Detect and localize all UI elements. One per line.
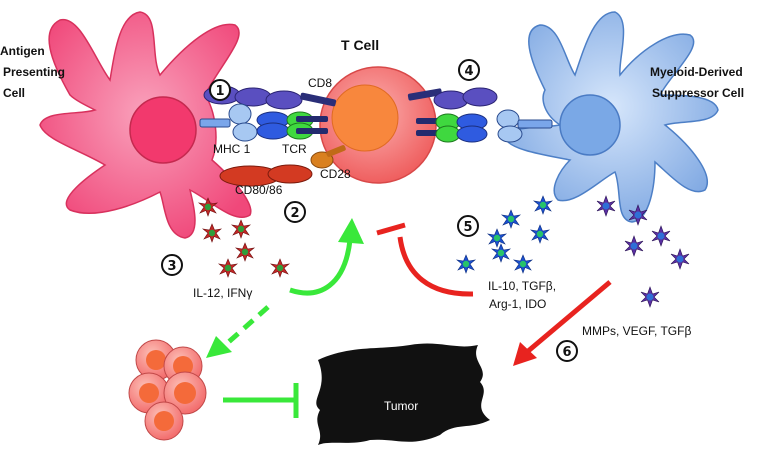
proliferation-arrow	[221, 305, 270, 349]
inhibition-curve	[397, 236, 474, 297]
step-badge-1: 1	[209, 79, 231, 101]
label-mhc1: MHC 1	[213, 142, 251, 156]
activation-arrow	[289, 239, 353, 296]
step-badge-2: 2	[284, 201, 306, 223]
label-cd28: CD28	[320, 167, 351, 181]
apc-nucleus	[129, 96, 197, 164]
svg-text:1: 1	[215, 84, 224, 99]
label-apc-line2: Presenting	[3, 65, 65, 79]
step-badge-5: 5	[457, 215, 479, 237]
svg-text:4: 4	[464, 64, 473, 79]
t-cell-clones	[128, 339, 207, 441]
label-suppressors-line1: IL-10, TGFβ,	[488, 279, 556, 293]
label-apc-line1: Antigen	[0, 44, 45, 58]
tumor	[316, 343, 490, 445]
svg-text:3: 3	[167, 259, 176, 274]
activation-arrowhead	[338, 218, 364, 244]
tcr-molecule-right	[416, 113, 488, 143]
step-badge-3: 3	[161, 254, 183, 276]
mdsc-mmp-cytokines	[596, 195, 690, 308]
label-mmps: MMPs, VEGF, TGFβ	[582, 324, 691, 338]
label-t-cell: T Cell	[341, 37, 379, 53]
t-cell-nucleus	[331, 84, 399, 152]
step-badge-4: 4	[458, 59, 480, 81]
label-suppressors-line2: Arg-1, IDO	[489, 297, 546, 311]
tumor-promotion-arrowhead	[513, 342, 537, 366]
mhc1-molecule	[199, 103, 258, 142]
mhc1-molecule-right	[496, 109, 553, 143]
label-il12: IL-12, IFNγ	[193, 286, 252, 300]
cd28-molecule	[310, 145, 346, 169]
tcr-molecule	[256, 111, 328, 140]
tumor-promotion-arrow	[525, 280, 612, 354]
svg-text:2: 2	[290, 206, 299, 221]
label-tumor: Tumor	[384, 399, 418, 413]
step-badge-6: 6	[556, 340, 578, 362]
proliferation-arrowhead	[206, 336, 232, 358]
label-mdsc-line2: Suppressor Cell	[652, 86, 744, 100]
svg-text:6: 6	[562, 345, 571, 360]
mdsc-nucleus	[559, 94, 621, 156]
label-cd80-86: CD80/86	[235, 183, 283, 197]
label-mdsc-line1: Myeloid-Derived	[650, 65, 743, 79]
label-tcr: TCR	[282, 142, 307, 156]
label-cd8: CD8	[308, 76, 332, 90]
cd8-molecule-right	[407, 87, 498, 110]
cd80-86-molecule	[219, 164, 313, 187]
svg-text:5: 5	[463, 220, 472, 235]
inhibition-bar-tcell	[376, 222, 406, 236]
label-apc-line3: Cell	[3, 86, 25, 100]
